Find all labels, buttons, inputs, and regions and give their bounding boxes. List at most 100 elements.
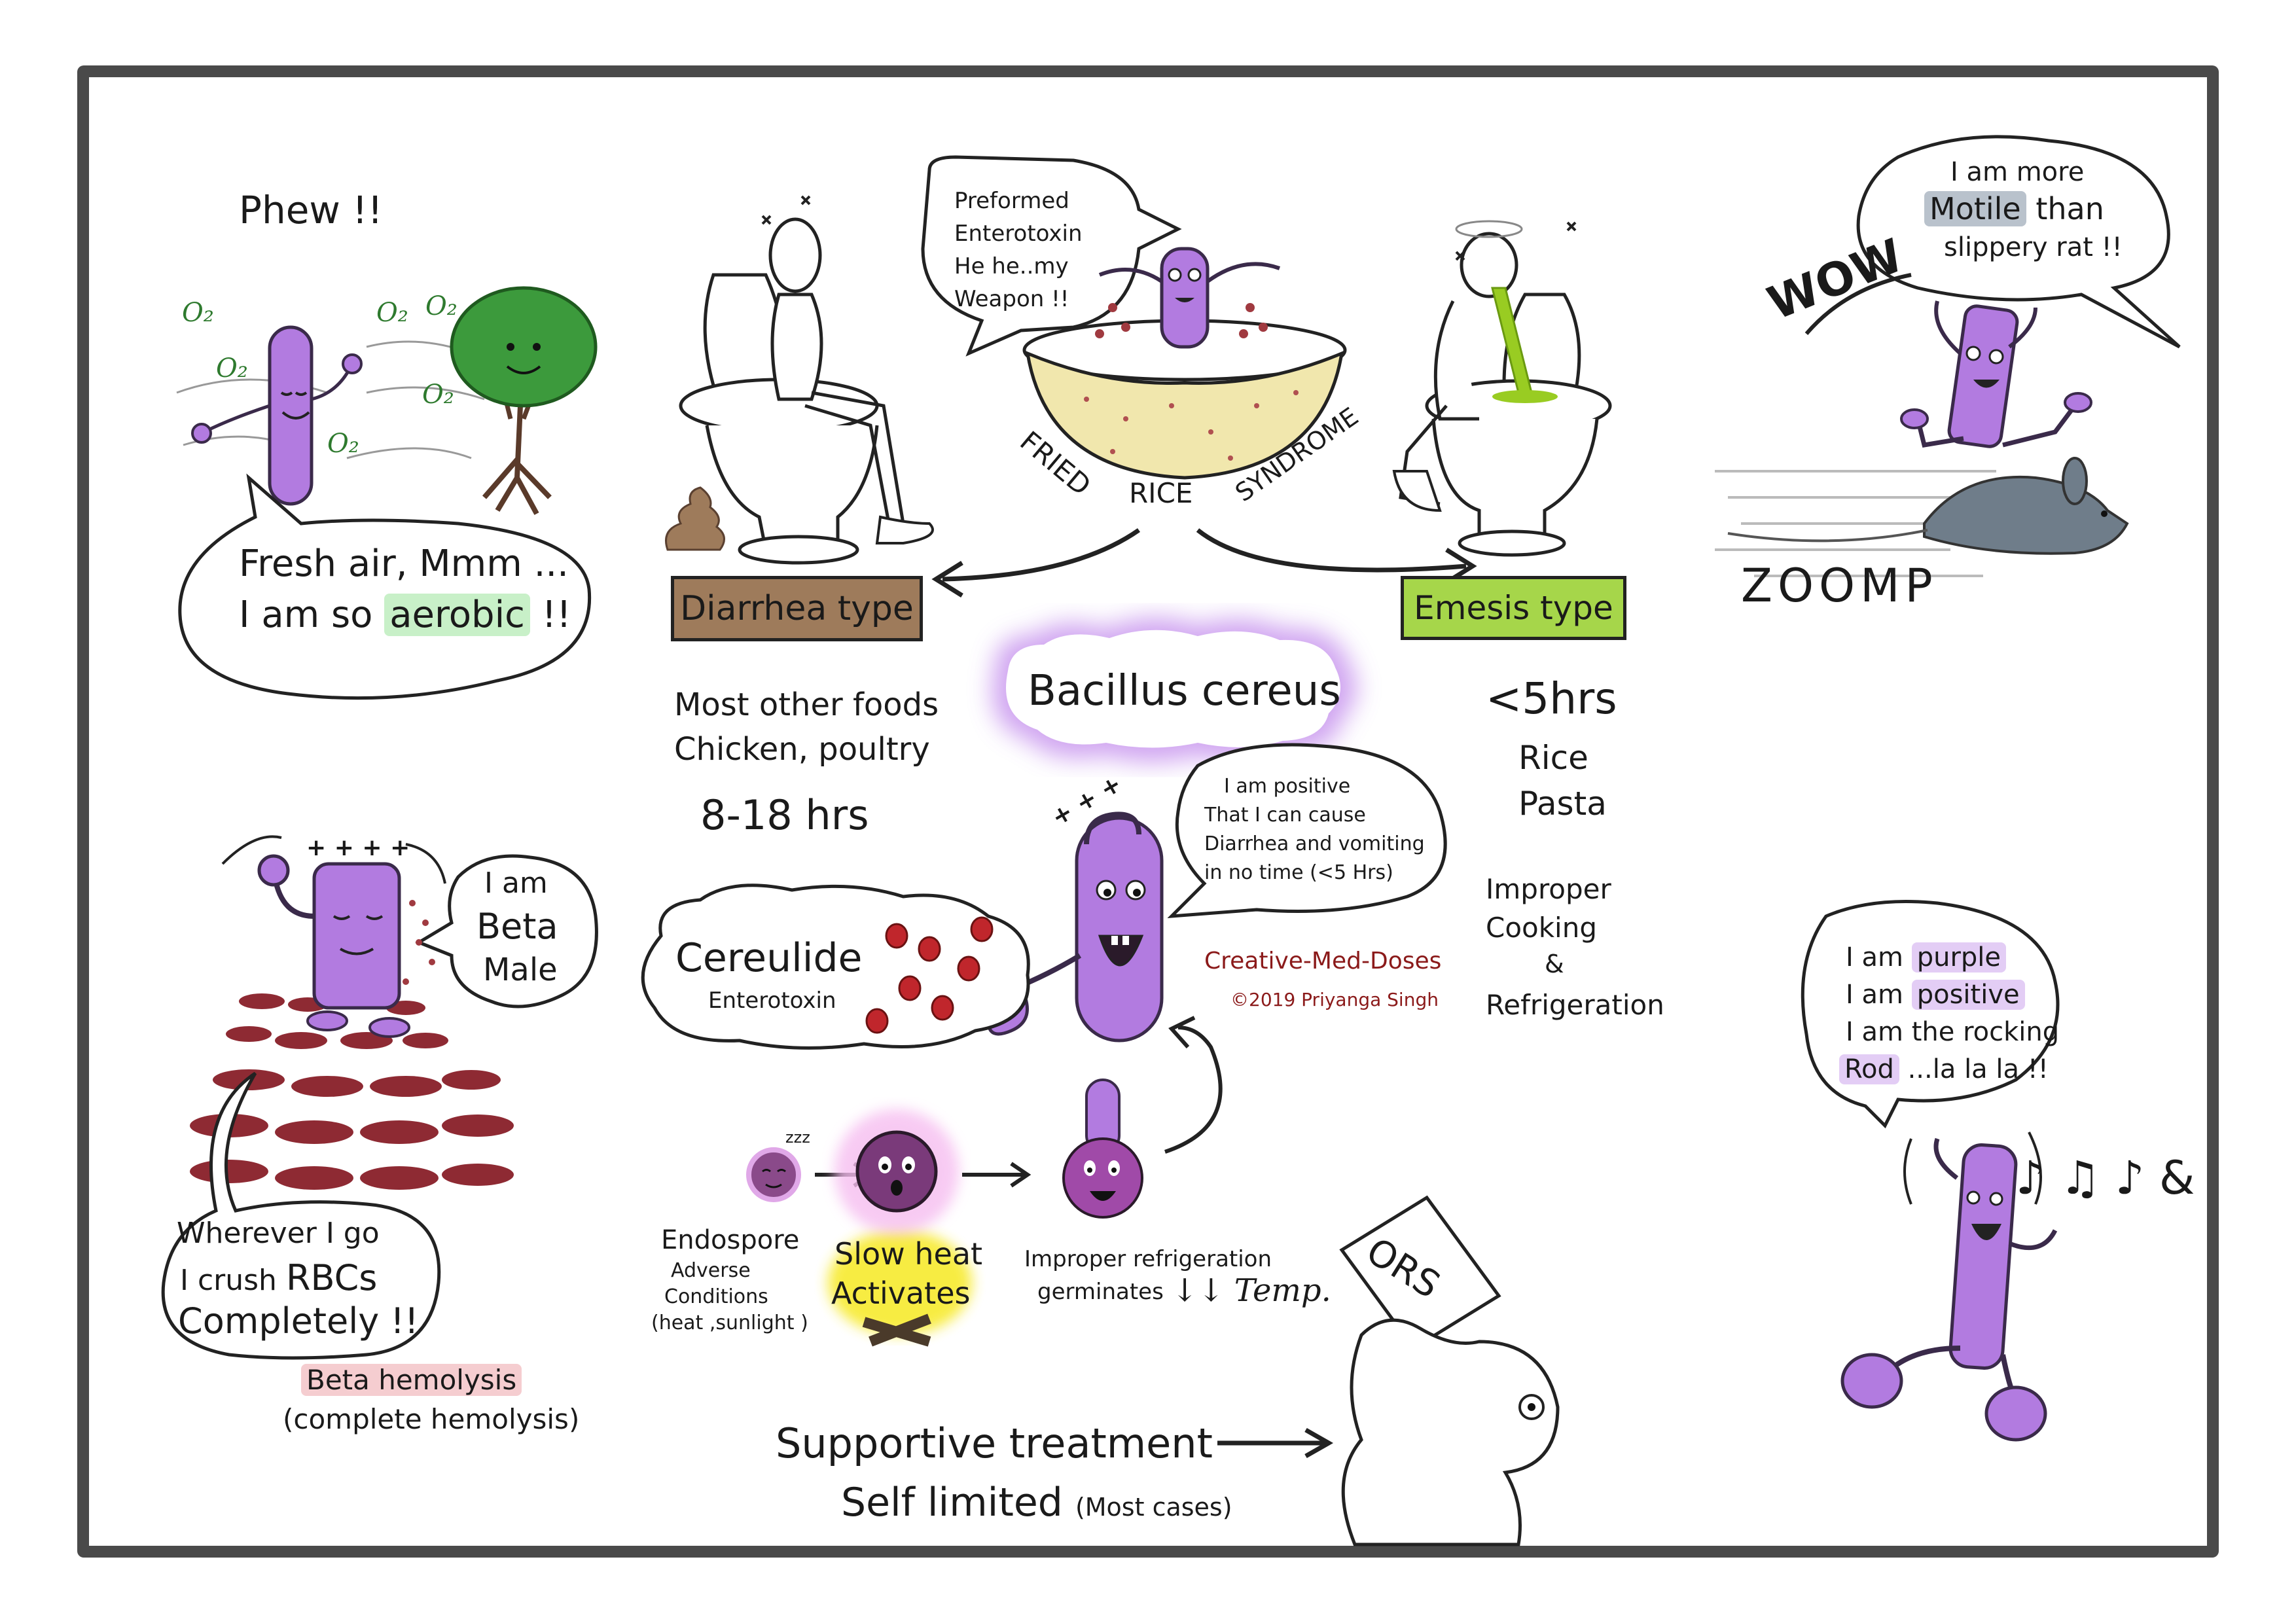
slow-heat-text: Slow heat	[834, 1236, 983, 1272]
aerobic-highlight: aerobic	[384, 594, 530, 636]
beta-hemolysis-sub: (complete hemolysis)	[283, 1403, 580, 1435]
adverse-line-3: (heat ,sunlight )	[651, 1311, 808, 1334]
beta-hemolysis-label: Beta hemolysis	[301, 1364, 522, 1396]
crush-prefix: I crush	[180, 1264, 277, 1297]
emesis-cause-3: &	[1545, 950, 1564, 978]
stool-icon	[665, 486, 725, 551]
motile-suffix: than	[2036, 191, 2104, 226]
motile-highlight: Motile	[1924, 191, 2026, 226]
rod-speech-bubble	[1801, 900, 2060, 1129]
rod-prefix: I am	[1846, 942, 1903, 972]
crush-speech-bubble	[161, 1071, 441, 1360]
zzz-text: zzz	[785, 1128, 810, 1147]
motile-line-3: slippery rat !!	[1944, 232, 2123, 262]
motile-speech-bubble	[1856, 135, 2181, 349]
tree-icon	[450, 286, 598, 515]
hemolysis-highlight: Beta hemolysis	[301, 1364, 522, 1396]
lifecycle	[746, 1079, 1143, 1347]
positive-bubble-text: I am positive That I can cause Diarrhea …	[1204, 772, 1425, 887]
aerobic-suffix: !!	[541, 594, 571, 636]
beta-bubble-3: Male	[483, 952, 558, 988]
credit-text: Creative-Med-Doses	[1204, 948, 1442, 974]
oxygen-label: O₂	[182, 298, 214, 328]
rod-line-1: I am purple	[1846, 942, 2007, 972]
self-limited-line: Self limited (Most cases)	[841, 1480, 1232, 1525]
self-limited-text: Self limited	[841, 1480, 1063, 1525]
emesis-time: <5hrs	[1486, 673, 1617, 724]
crush-line-1: Wherever I go	[177, 1217, 380, 1250]
rod-line-3: I am the rocking	[1846, 1017, 2060, 1047]
emesis-cause-1: Improper	[1486, 873, 1611, 905]
crush-line-3: Completely !!	[178, 1300, 419, 1342]
motile-line-1: I am more	[1950, 157, 2085, 187]
germinate-line-1: Improper refrigeration	[1024, 1246, 1272, 1272]
treatment	[1217, 1195, 1560, 1546]
diarrhea-foods-1: Most other foods	[674, 687, 939, 723]
beta-speech-bubble	[415, 854, 598, 1008]
beta-bubble-1: I am	[484, 866, 548, 900]
germinating-bacterium	[1062, 1079, 1143, 1219]
outer-frame	[77, 65, 2219, 1558]
endospore-label: Endospore	[661, 1225, 800, 1255]
emesis-cause-4: Refrigeration	[1486, 989, 1664, 1021]
zoomp-text: ZOOMP	[1741, 559, 1938, 613]
aerobic-bacterium	[191, 325, 363, 506]
rod-line-4: Rod ...la la la !!	[1839, 1054, 2049, 1084]
rod-prefix: I am	[1846, 980, 1903, 1010]
rod-line-2: I am positive	[1846, 980, 2025, 1010]
aerobic-line: I am so aerobic !!	[239, 594, 571, 636]
copyright-text: ©2019 Priyanga Singh	[1230, 989, 1439, 1010]
page-title: Bacillus cereus	[1028, 667, 1341, 715]
preformed-line: Weapon !!	[954, 286, 1069, 312]
motile-line-2: Motile than	[1924, 191, 2104, 226]
most-cases-text: (Most cases)	[1075, 1493, 1232, 1522]
oxygen-label: O₂	[216, 353, 248, 383]
positive-speech-bubble	[1167, 743, 1447, 919]
title-cloud	[992, 617, 1357, 762]
motile-bacterium	[1900, 300, 2092, 448]
emesis-cause-2: Cooking	[1486, 912, 1597, 944]
germinate-line-2: germinates	[1037, 1279, 1164, 1305]
emesis-food-rice: Rice	[1518, 739, 1588, 777]
positive-bubble-line: in no time (<5 Hrs)	[1204, 861, 1393, 884]
phew-text: Phew !!	[239, 188, 383, 232]
rod-suffix: ...la la la !!	[1907, 1054, 2049, 1084]
rod-highlight: Rod	[1839, 1054, 1899, 1084]
positive-bubble-line: I am positive	[1224, 775, 1351, 798]
preformed-text: Preformed Enterotoxin He he..my Weapon !…	[954, 185, 1083, 315]
crush-rbcs: RBCs	[285, 1257, 378, 1298]
ors-packet	[1339, 1195, 1501, 1351]
emesis-type-label: Emesis type	[1401, 576, 1626, 640]
adverse-line-2: Conditions	[664, 1285, 768, 1308]
fried-rice-bowl	[1022, 247, 1347, 480]
oxygen-label: O₂	[327, 429, 359, 459]
rat-icon	[1727, 457, 2129, 555]
preformed-line: Enterotoxin	[954, 221, 1083, 247]
motile-panel	[1715, 135, 2181, 577]
diarrhea-time: 8-18 hrs	[700, 791, 869, 839]
endospore-icon	[746, 1147, 801, 1202]
arrow-to-emesis	[1196, 528, 1467, 573]
cereulide-title: Cereulide	[675, 935, 863, 981]
fried-rice-panel	[665, 155, 1612, 597]
diarrhea-type-label: Diarrhea type	[671, 576, 923, 641]
activates-text: Activates	[831, 1275, 971, 1311]
aerobic-panel	[176, 286, 598, 700]
oxygen-label: O₂	[422, 380, 454, 410]
toilet-emesis	[1392, 220, 1612, 557]
oxygen-label: O₂	[425, 291, 457, 321]
positive-bubble-line: That I can cause	[1204, 804, 1366, 827]
crush-line-2: I crush RBCs	[180, 1257, 378, 1298]
beta-bacterium	[257, 854, 410, 1038]
cereulide-sub: Enterotoxin	[708, 988, 836, 1014]
music-notes-icon: ♪ ♫ ♪ &	[2016, 1151, 2195, 1205]
central-bacterium	[975, 743, 1447, 1154]
rice-word: RICE	[1129, 477, 1193, 509]
toilet-diarrhea	[665, 195, 934, 565]
activated-spore-icon	[855, 1130, 938, 1213]
purple-highlight: purple	[1911, 942, 2007, 972]
aerobic-speech-bubble	[178, 473, 592, 700]
beta-panel	[161, 835, 598, 1360]
positive-bubble-line: Diarrhea and vomiting	[1204, 832, 1425, 855]
